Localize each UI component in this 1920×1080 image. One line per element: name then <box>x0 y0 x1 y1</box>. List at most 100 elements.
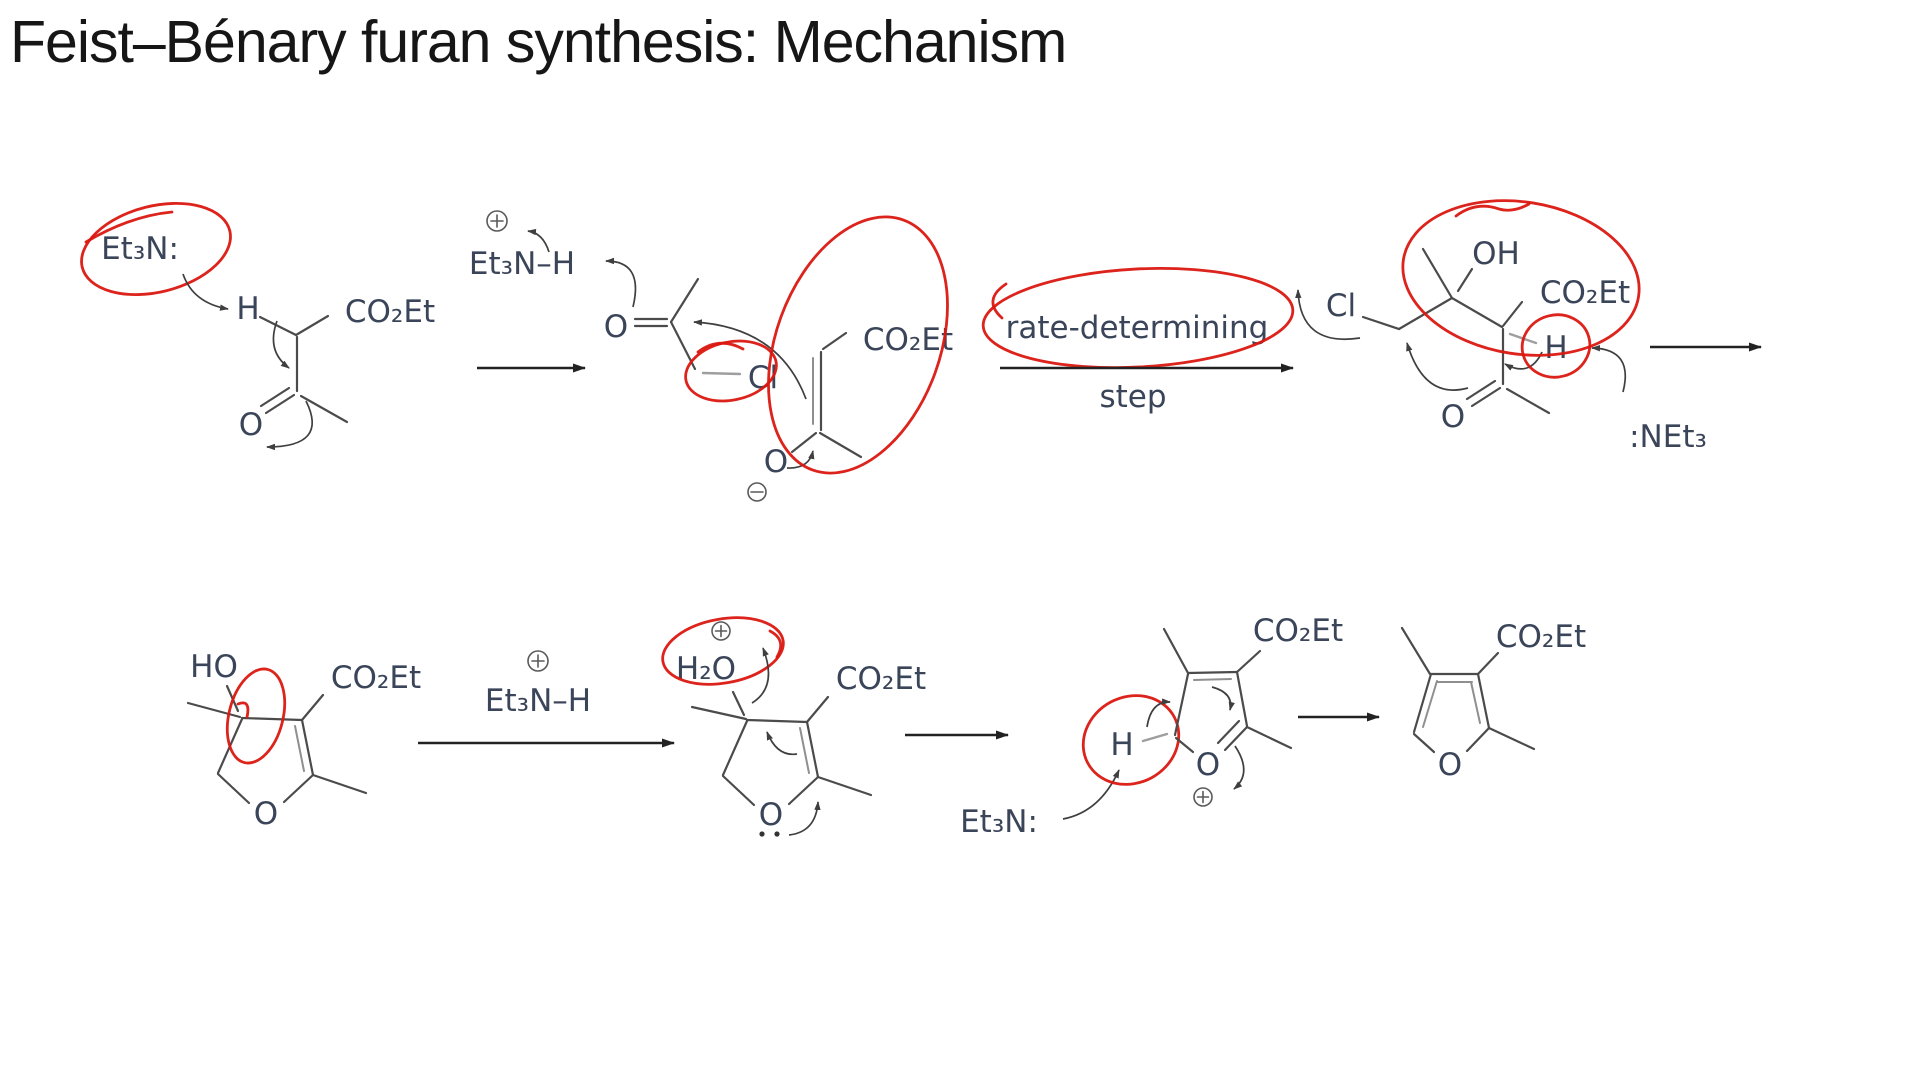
bond <box>1470 681 1481 724</box>
bond <box>790 431 818 454</box>
bond <box>731 690 746 717</box>
bond <box>1361 315 1401 331</box>
structure-chloroacetone-enolate: O Cl CO₂Et O <box>604 215 953 502</box>
bond <box>240 716 304 722</box>
bond <box>787 775 820 806</box>
bond <box>259 386 291 408</box>
atom-label-h: H <box>1110 727 1133 763</box>
bond <box>1235 670 1249 728</box>
red-circle-annotation-h <box>1520 313 1592 379</box>
bond <box>1465 379 1497 401</box>
bond <box>264 393 296 415</box>
atom-label-o: O <box>1441 399 1465 435</box>
curved-arrow-pi-shift <box>766 731 798 756</box>
curved-arrow-et3n-to-h <box>182 273 229 311</box>
red-pen-stroke <box>991 282 1008 320</box>
atom-label-o: O <box>239 407 263 443</box>
red-circle-annotation <box>1401 199 1641 357</box>
bond <box>821 331 848 351</box>
lone-pair-dot <box>759 831 765 837</box>
bond <box>690 705 748 721</box>
bond <box>311 773 368 795</box>
bond <box>721 719 749 777</box>
et3nh-cation-2: Et₃N–H <box>485 650 591 719</box>
bond <box>1487 726 1536 751</box>
atom-label-co2et: CO₂Et <box>1540 275 1630 311</box>
atom-label-co2et: CO₂Et <box>331 660 421 696</box>
red-pen-stroke <box>768 629 783 659</box>
structure-hydroxydihydrofuran: HO CO₂Et O <box>186 649 421 832</box>
atom-label-et3n: Et₃N: <box>101 231 179 267</box>
bond <box>1421 247 1454 300</box>
curved-arrow-aromatization <box>1146 698 1171 728</box>
red-circle-annotation <box>225 667 287 765</box>
bond <box>1186 670 1239 675</box>
curved-arrow-carbonyl <box>266 400 313 451</box>
atom-label-net3: :NEt₃ <box>1629 419 1707 455</box>
bond <box>300 718 315 777</box>
atom-label-oh: OH <box>1472 236 1520 272</box>
shape <box>747 482 767 502</box>
lone-pair-dot <box>774 831 780 837</box>
bond <box>1465 726 1491 753</box>
bond <box>799 727 810 774</box>
bond <box>1174 736 1195 754</box>
atom-label-et3n: Et₃N: <box>960 804 1038 840</box>
bond <box>745 718 809 724</box>
structure-ethyl-acetoacetate: Et₃N: H CO₂Et O <box>80 202 435 451</box>
atom-label-co2et: CO₂Et <box>1496 619 1586 655</box>
negative-charge-icon <box>747 482 767 502</box>
atom-label-o: O <box>764 444 788 480</box>
bond <box>1412 732 1436 754</box>
red-pen-stroke <box>236 701 250 719</box>
red-pen-stroke <box>696 341 745 354</box>
bond <box>1193 678 1232 681</box>
atom-label-o: O <box>1196 747 1220 783</box>
bond <box>1412 672 1433 734</box>
atom-label-o: O <box>604 309 628 345</box>
breaking-bond-c-cl <box>701 371 742 376</box>
bond <box>1505 387 1551 415</box>
shape <box>711 621 731 641</box>
atom-label-co2et: CO₂Et <box>1253 613 1343 649</box>
breaking-bond-c-h <box>1141 732 1169 743</box>
bond <box>1501 300 1524 328</box>
curved-arrow-pi-shift <box>1211 686 1235 711</box>
bond <box>1162 627 1190 675</box>
bond <box>186 701 242 719</box>
et3nh-cation: Et₃N–H <box>469 210 637 308</box>
atom-label-h: H <box>1544 330 1567 366</box>
bond <box>1476 672 1491 730</box>
curved-arrow-water-leaving <box>751 647 770 704</box>
structure-furan-product: CO₂Et O <box>1400 619 1586 783</box>
bond <box>294 725 305 772</box>
bond <box>669 277 700 324</box>
atom-label-cl: Cl <box>1326 288 1356 324</box>
bond <box>294 314 330 337</box>
curved-arrow-o-alkylation <box>1406 342 1469 391</box>
atom-label-et3nh: Et₃N–H <box>485 683 591 719</box>
curved-arrow-enolate-attack <box>693 319 807 400</box>
bond <box>1173 672 1190 737</box>
shape <box>527 650 549 672</box>
bond <box>300 693 325 722</box>
bond <box>1223 725 1249 752</box>
bond <box>805 695 830 724</box>
atom-label-co2et: CO₂Et <box>345 294 435 330</box>
bond <box>1216 719 1241 745</box>
structure-oxocarbenium-precursor: H₂O CO₂Et O <box>661 616 926 837</box>
bond <box>282 773 315 804</box>
atom-label-o: O <box>759 797 783 833</box>
bond <box>1450 296 1504 329</box>
bond <box>1470 386 1502 408</box>
red-pen-stroke <box>84 210 174 244</box>
curved-arrow-o-lone-pair <box>788 801 821 836</box>
bond <box>721 774 756 807</box>
red-circle-annotation <box>1081 694 1181 786</box>
curved-arrow-o-to-h <box>605 257 637 308</box>
atom-label-ho: HO <box>190 649 238 685</box>
red-pen-stroke <box>1454 202 1531 218</box>
positive-charge-icon <box>486 210 508 232</box>
